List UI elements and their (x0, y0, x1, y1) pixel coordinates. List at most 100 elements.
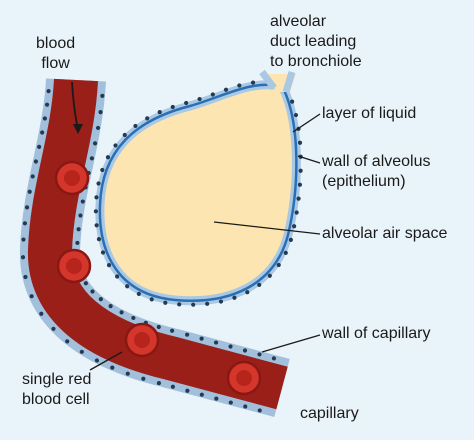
cell-nucleus (100, 250, 106, 255)
cell-nucleus (90, 289, 95, 294)
cell-nucleus (257, 408, 262, 413)
cell-nucleus (119, 310, 124, 315)
cell-nucleus (242, 348, 248, 353)
cell-nucleus (21, 237, 26, 242)
cell-nucleus (276, 262, 281, 268)
capillary-wall-nuclei (20, 89, 277, 413)
label-capillary: capillary (300, 405, 359, 422)
cell-nucleus (177, 302, 182, 307)
cell-nucleus (293, 112, 299, 118)
label-layer-of-liquid: layer of liquid (322, 105, 417, 122)
cell-nucleus (271, 356, 277, 361)
cell-nucleus (113, 143, 118, 148)
cell-nucleus (213, 340, 219, 345)
cell-nucleus (95, 125, 101, 131)
alveolar-duct-wall-right (282, 70, 296, 94)
cell-nucleus (80, 199, 85, 204)
cell-nucleus (156, 380, 162, 386)
red-blood-cell (54, 160, 90, 196)
cell-nucleus (228, 400, 233, 405)
cell-nucleus (288, 237, 293, 242)
cell-nucleus (267, 273, 272, 278)
cell-nucleus (237, 83, 242, 88)
cell-nucleus (46, 89, 51, 94)
cell-nucleus (40, 130, 45, 135)
cell-nucleus (131, 315, 136, 321)
label-single-red-blood-cell: single red blood cell (22, 371, 92, 408)
cell-nucleus (250, 80, 256, 85)
cell-nucleus (98, 109, 103, 115)
cell-nucleus (185, 388, 190, 393)
cell-nucleus (294, 210, 299, 215)
cell-nucleus (24, 205, 30, 210)
cell-nucleus (65, 339, 70, 344)
cell-nucleus (133, 123, 138, 129)
cell-nucleus (83, 281, 88, 286)
capillary-lumen (28, 78, 288, 410)
cell-nucleus (136, 291, 141, 296)
cell-nucleus (199, 392, 204, 397)
cell-nucleus (96, 236, 102, 242)
cell-nucleus (257, 352, 262, 357)
leader-wall-of-alveolus (297, 155, 321, 164)
cell-nucleus (191, 302, 196, 307)
label-wall-of-alveolus: wall of alveolus (epithelium) (322, 153, 431, 190)
cell-nucleus (79, 349, 84, 354)
cell-nucleus (94, 223, 99, 228)
cell-nucleus (243, 404, 248, 409)
cell-nucleus (232, 295, 237, 300)
cell-nucleus (145, 116, 150, 121)
cell-nucleus (283, 250, 288, 256)
cell-nucleus (122, 132, 127, 138)
cell-nucleus (106, 262, 112, 268)
cell-nucleus (149, 297, 154, 302)
cell-nucleus (296, 196, 301, 201)
cell-nucleus (170, 384, 176, 389)
cell-nucleus (93, 209, 98, 214)
cell-nucleus (205, 301, 210, 306)
cell-nucleus (75, 240, 80, 246)
cell-nucleus (100, 167, 105, 173)
leader-layer-of-liquid (292, 113, 321, 133)
cell-nucleus (51, 326, 56, 331)
cell-nucleus (37, 144, 42, 149)
cell-nucleus (223, 87, 229, 92)
alveolar-duct-wall-left (259, 69, 277, 91)
cell-nucleus (156, 324, 161, 330)
cell-nucleus (185, 332, 190, 337)
cell-nucleus (257, 282, 262, 287)
cell-nucleus (125, 284, 130, 289)
cell-nucleus (98, 297, 103, 302)
liquid-layer (98, 83, 298, 302)
cell-nucleus (105, 155, 111, 160)
cell-nucleus (22, 221, 28, 226)
leader-lines (89, 113, 321, 371)
cell-nucleus (292, 224, 297, 229)
cell-nucleus (184, 100, 189, 106)
cell-nucleus (76, 227, 81, 232)
cell-nucleus (100, 93, 105, 98)
cell-nucleus (44, 102, 50, 107)
label-alveolar-air-space: alveolar air space (322, 225, 448, 242)
label-blood-flow: blood flow (36, 35, 76, 72)
cell-nucleus (297, 140, 303, 145)
cell-nucleus (110, 365, 115, 370)
cell-nucleus (108, 304, 113, 309)
cell-nucleus (92, 141, 98, 146)
cell-nucleus (163, 300, 168, 305)
cell-nucleus (78, 213, 83, 218)
cell-nucleus (245, 290, 250, 295)
cell-nucleus (170, 328, 175, 333)
cell-nucleus (290, 99, 295, 104)
cell-nucleus (298, 168, 303, 173)
cell-nucleus (89, 156, 94, 161)
cell-nucleus (27, 189, 32, 194)
cell-nucleus (20, 255, 26, 260)
red-blood-cell (124, 322, 160, 358)
cell-nucleus (210, 92, 215, 97)
red-blood-cell (226, 360, 262, 396)
cell-nucleus (125, 371, 130, 376)
cell-nucleus (39, 311, 44, 316)
cell-nucleus (157, 109, 162, 115)
